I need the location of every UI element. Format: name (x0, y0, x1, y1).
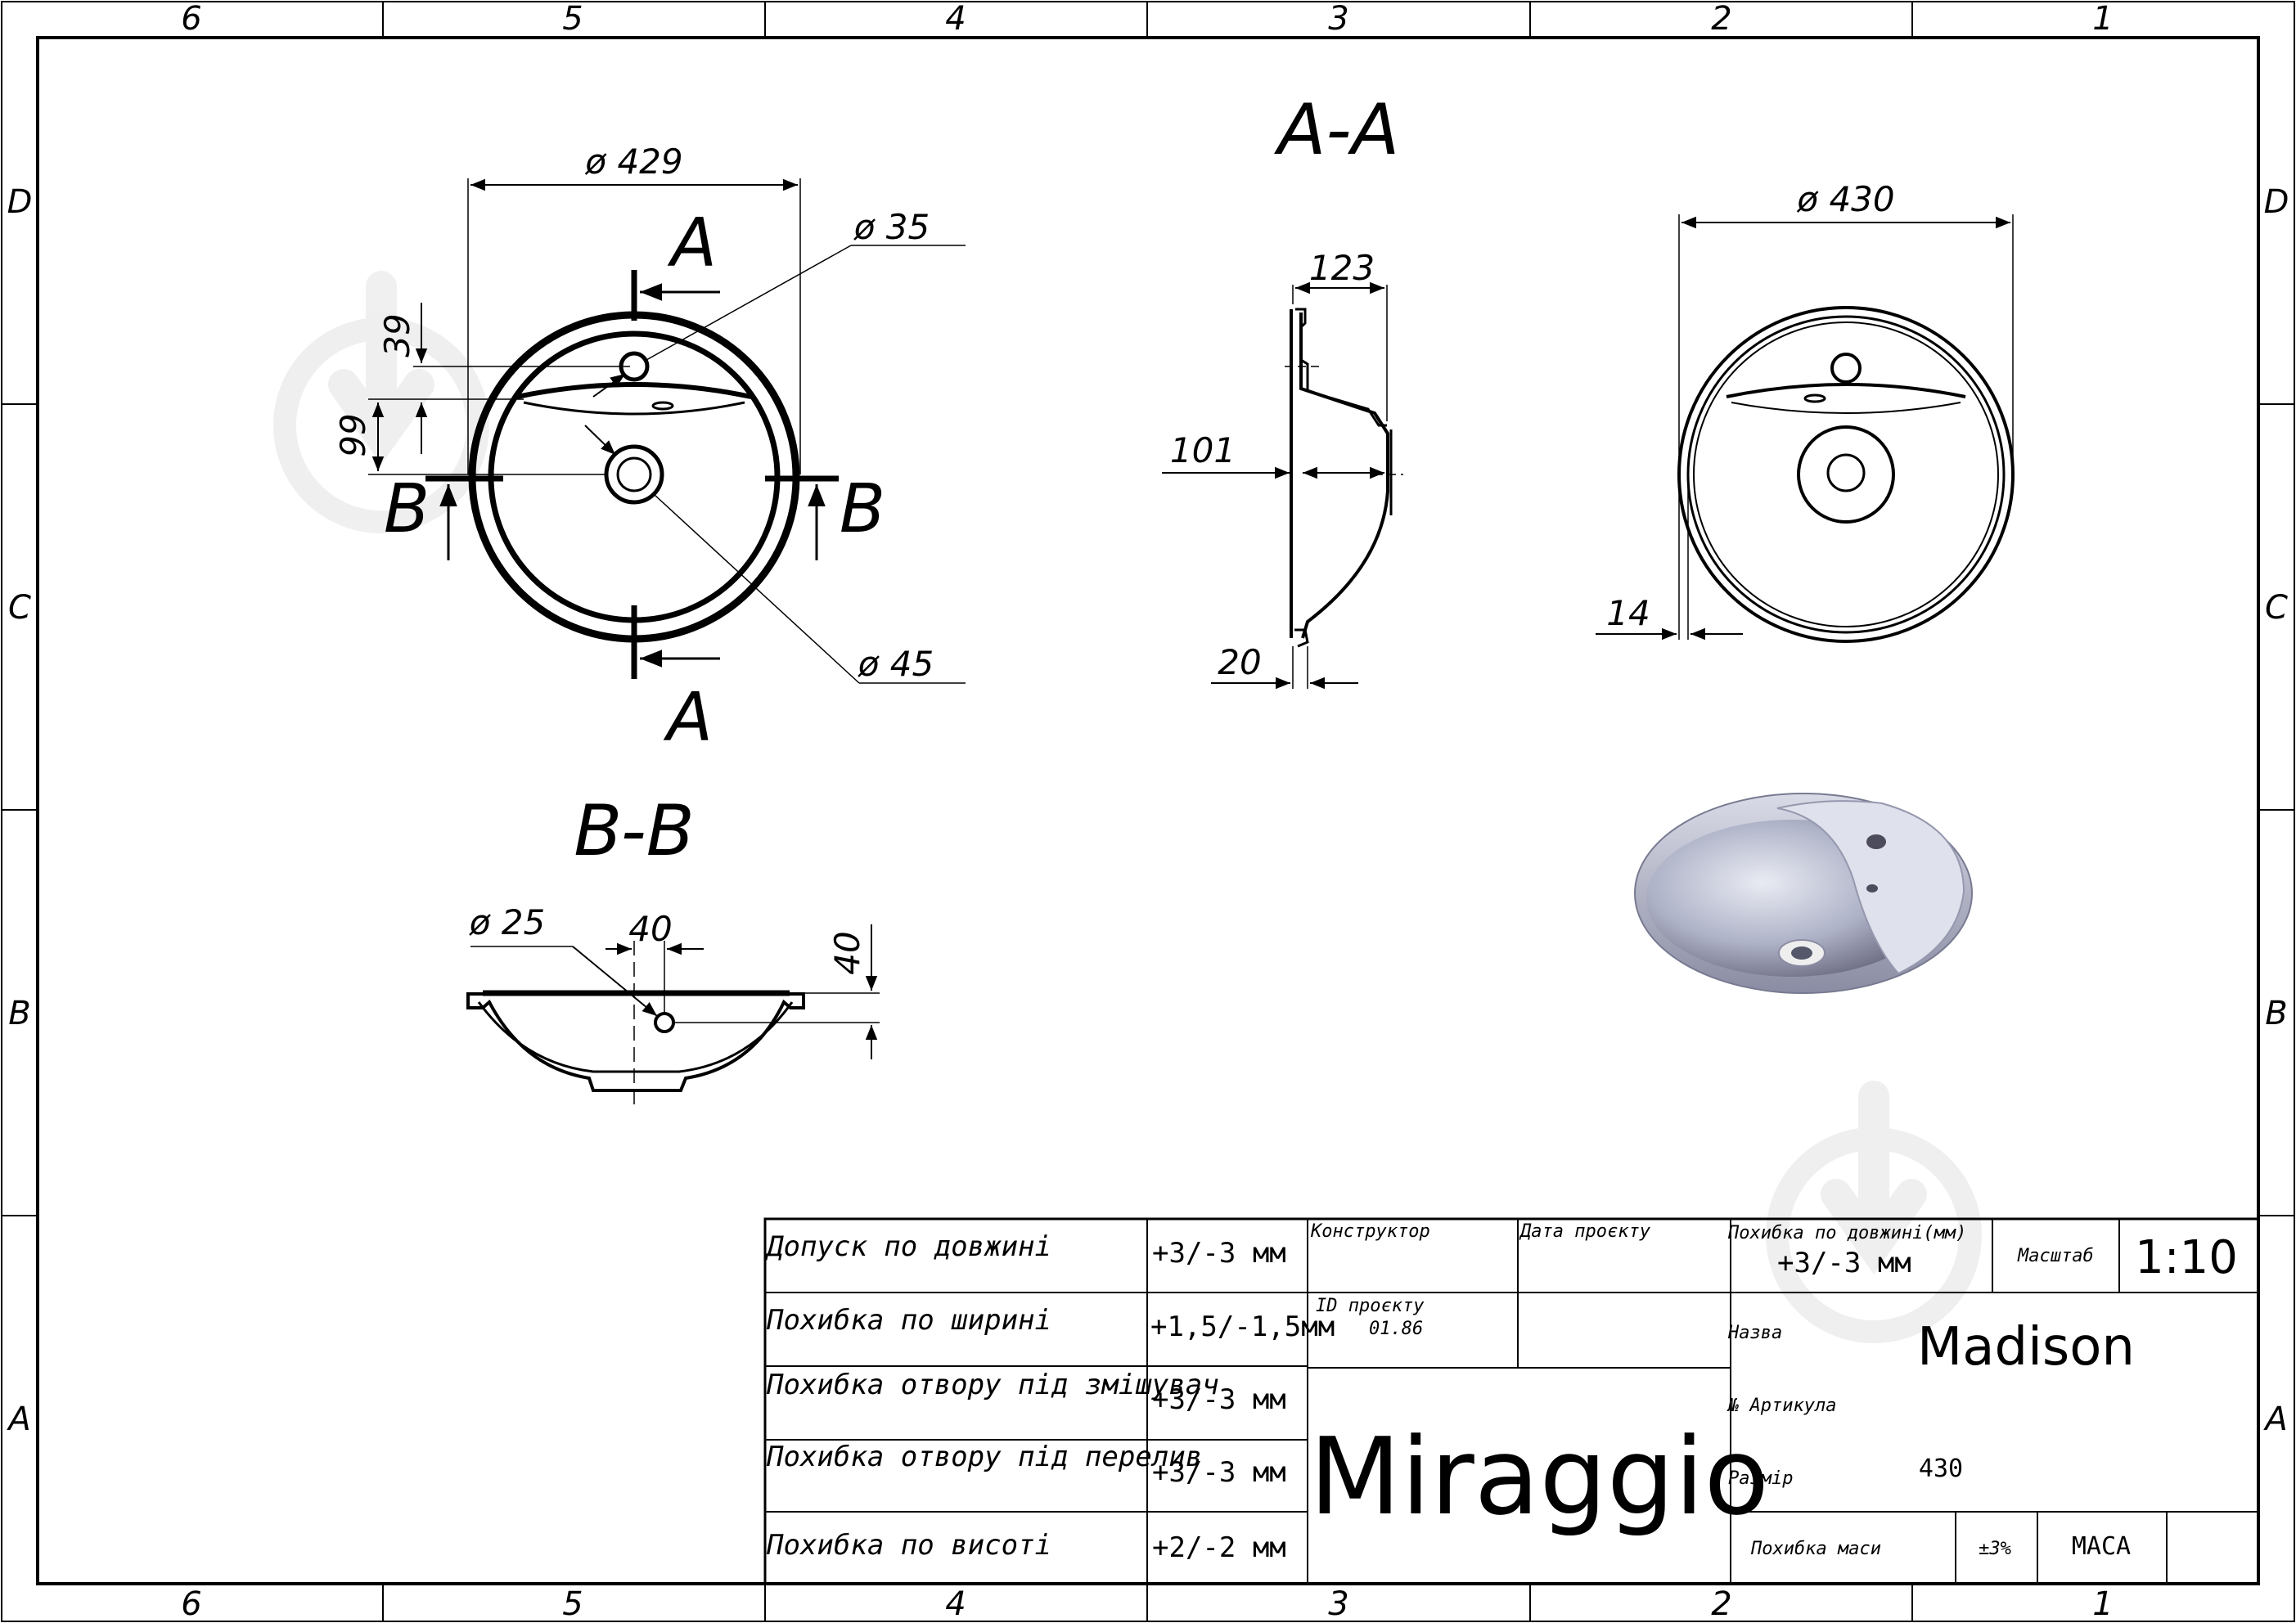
plan-view-right: ø 430 14 (1596, 179, 2015, 643)
brand-logo: Miraggio (1309, 1414, 1769, 1539)
name-label: Назва (1727, 1323, 1782, 1343)
dim-rim-14: 14 (1606, 593, 1650, 633)
size-label: Размір (1728, 1468, 1793, 1489)
col-label: 5 (562, 1585, 583, 1623)
mass-label: МАСА (2072, 1532, 2131, 1561)
col-label: 4 (945, 1585, 966, 1623)
tolerance-label: Похибка по ширині (766, 1304, 1051, 1337)
col-label: 3 (1328, 1585, 1348, 1623)
tolerance-label: Похибка по висоті (766, 1529, 1051, 1562)
cut-label-b-left: B (384, 470, 430, 548)
section-title-a-a: A-A (1274, 89, 1400, 171)
row-label: D (2264, 183, 2289, 221)
cut-label-a-top: A (667, 205, 717, 282)
tolerance-value: +3/-3 мм (1152, 1237, 1286, 1270)
row-label: C (2265, 589, 2288, 627)
project-id-value: 01.86 (1369, 1319, 1423, 1339)
col-label: 5 (562, 0, 583, 38)
tolerance-label: Похибка отвору під перелив (766, 1441, 1202, 1473)
dim-diameter-429: ø 429 (584, 142, 682, 182)
designer-label: Конструктор (1310, 1221, 1430, 1242)
row-label: B (2265, 995, 2287, 1032)
tolerance-value: +1,5/-1,5мм (1150, 1311, 1335, 1343)
project-date-label: Дата проєкту (1519, 1221, 1651, 1242)
col-label: 3 (1328, 0, 1348, 38)
cut-label-b-right: B (840, 470, 885, 548)
size-value: 430 (1919, 1454, 1963, 1483)
project-id-label: ID проєкту (1316, 1296, 1425, 1316)
top-view: A A B B ø 429 ø 35 ø 45 39 99 (333, 142, 966, 757)
row-label: C (8, 589, 31, 627)
dim-99: 99 (333, 413, 373, 456)
watermark-logo-right (1766, 1081, 1982, 1343)
tolerance-value: +3/-3 мм (1152, 1456, 1286, 1489)
row-label: A (2262, 1400, 2287, 1438)
dim-101: 101 (1170, 430, 1236, 470)
article-label: № Артикула (1727, 1396, 1836, 1416)
row-label: B (8, 995, 30, 1032)
scale-label: Масштаб (2017, 1246, 2094, 1266)
title-block: Допуск по довжині +3/-3 мм Похибка по ши… (763, 1217, 2260, 1585)
row-label: A (6, 1400, 30, 1438)
section-title-b-b: B-B (574, 790, 695, 872)
tolerance-label: Похибка отвору під змішувач (766, 1369, 1219, 1401)
col-label: 6 (181, 0, 201, 38)
mass-tolerance-value: ±3% (1979, 1539, 2011, 1559)
section-a-a: A-A 123 101 20 (1162, 89, 1403, 690)
dim-depth-123: 123 (1309, 248, 1375, 288)
grid-labels: 6 5 4 3 2 1 6 5 4 3 2 1 D C B A D C B A (6, 0, 2289, 1623)
col-label: 1 (2092, 1585, 2113, 1623)
tolerance-value: +3/-3 мм (1152, 1383, 1286, 1416)
row-label: D (7, 183, 33, 221)
dim-rim-20: 20 (1218, 642, 1261, 682)
mass-tolerance-label: Похибка маси (1750, 1539, 1881, 1559)
col-label: 2 (1711, 0, 1731, 38)
section-b-b: B-B ø 25 40 40 (466, 790, 880, 1104)
col-label: 2 (1711, 1585, 1731, 1623)
col-label: 4 (945, 0, 966, 38)
dim-height-40: 40 (827, 931, 867, 974)
cut-label-a-bottom: A (663, 679, 713, 757)
length-tolerance-value: +3/-3 мм (1777, 1247, 1911, 1279)
dim-offset-40: 40 (628, 909, 672, 949)
dim-39: 39 (377, 313, 417, 357)
product-name: Madison (1917, 1317, 2135, 1378)
col-label: 1 (2092, 0, 2113, 38)
col-label: 6 (181, 1585, 201, 1623)
tolerance-value: +2/-2 мм (1152, 1531, 1286, 1564)
basin-3d-render (1634, 793, 1973, 994)
dim-drain-45: ø 45 (858, 644, 934, 684)
dim-hole-35: ø 35 (853, 207, 930, 247)
scale-value: 1:10 (2135, 1231, 2238, 1284)
tolerance-label: Допуск по довжині (764, 1230, 1051, 1263)
dim-overflow-25: ø 25 (469, 902, 546, 942)
dim-diameter-430: ø 430 (1796, 179, 1894, 219)
length-tolerance-label: Похибка по довжині(мм) (1727, 1223, 1966, 1243)
